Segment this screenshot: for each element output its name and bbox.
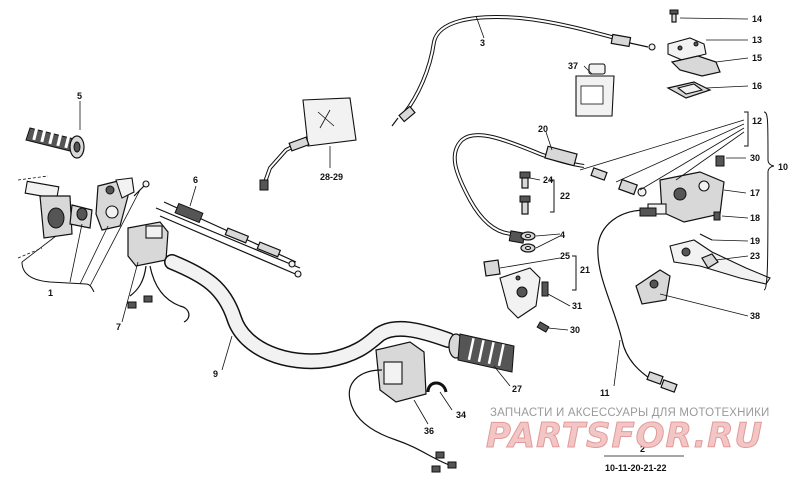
brace-22: [550, 179, 555, 213]
part-7-left-switch[interactable]: [127, 221, 190, 323]
part-16-diaphragm[interactable]: [666, 81, 712, 99]
callout-5: 5: [77, 91, 82, 101]
callout-22: 22: [560, 191, 570, 201]
callout-15: 15: [752, 53, 762, 63]
callout-27: 27: [512, 384, 522, 394]
brace-21: [572, 255, 577, 291]
callout-11: 11: [600, 388, 610, 398]
callout-14: 14: [752, 14, 762, 24]
callout-38: 38: [750, 311, 760, 321]
part-21-clamp[interactable]: [499, 267, 541, 319]
callout-25: 25: [560, 251, 570, 261]
part-17-master-cylinder[interactable]: [647, 171, 725, 223]
callout-31: 31: [572, 301, 582, 311]
callout-2: 2: [640, 444, 645, 454]
callout-28-29: 28-29: [320, 172, 343, 182]
part-24-bolt[interactable]: [519, 171, 531, 189]
callout-6: 6: [193, 175, 198, 185]
leader-lines: [21, 15, 749, 457]
part-9-handlebar[interactable]: [164, 254, 456, 370]
part-38-lever-bracket[interactable]: [635, 269, 671, 305]
callout-21: 21: [580, 265, 590, 275]
callout-16: 16: [752, 81, 762, 91]
callout-7: 7: [116, 322, 121, 332]
callout-10: 10: [778, 162, 788, 172]
part-18-screw[interactable]: [713, 211, 721, 221]
callout-18: 18: [750, 213, 760, 223]
part-25-cap[interactable]: [483, 259, 501, 277]
callout-labels: 5 6 1 7 9 28-29 3 37 20 24 22 4 25 21 31…: [48, 14, 788, 473]
part-31-bolt[interactable]: [541, 281, 549, 297]
callout-4: 4: [560, 230, 565, 240]
brace-12: [744, 111, 749, 147]
part-27-right-grip[interactable]: [448, 333, 515, 373]
part-11-brake-switch-wire[interactable]: [597, 207, 678, 393]
callout-30-lower: 30: [570, 325, 580, 335]
watermark: ЗАПЧАСТИ И АКСЕССУАРЫ ДЛЯ МОТОТЕХНИКИ PA…: [486, 407, 770, 457]
part-13-cover[interactable]: [667, 37, 707, 61]
part-23-brake-lever[interactable]: [669, 239, 771, 285]
callout-20: 20: [538, 124, 548, 134]
callout-24: 24: [543, 175, 553, 185]
callout-9: 9: [213, 369, 218, 379]
part-37-fluid-bottle[interactable]: [575, 63, 615, 117]
callout-36: 36: [424, 426, 434, 436]
kit-note: 10-11-20-21-22: [605, 463, 667, 473]
part-28-29-mirror[interactable]: [259, 97, 357, 191]
callout-23: 23: [750, 251, 760, 261]
brace-1: [21, 261, 95, 293]
part-14-screw[interactable]: [669, 9, 679, 23]
part-30-bolt-lower[interactable]: [536, 321, 550, 333]
part-5-grip[interactable]: [25, 126, 85, 159]
callout-30-upper: 30: [750, 153, 760, 163]
callout-12: 12: [752, 116, 762, 126]
part-34-clip[interactable]: [426, 381, 448, 393]
part-12-master-cylinder-kit[interactable]: [590, 167, 647, 197]
part-4-washers[interactable]: [520, 231, 536, 253]
watermark-text: ЗАПЧАСТИ И АКСЕССУАРЫ ДЛЯ МОТОТЕХНИКИ: [490, 407, 770, 419]
callout-13: 13: [752, 35, 762, 45]
part-15-plate[interactable]: [670, 55, 721, 77]
callout-34: 34: [456, 410, 466, 420]
part-22-banjo-bolt[interactable]: [519, 195, 531, 215]
callout-19: 19: [750, 236, 760, 246]
brace-10: [763, 111, 775, 291]
callout-37: 37: [568, 61, 578, 71]
part-36-right-switch[interactable]: [348, 341, 457, 473]
part-20-brake-hose[interactable]: [452, 133, 585, 244]
callout-3: 3: [480, 38, 485, 48]
part-1-throttle-housing[interactable]: [17, 175, 150, 259]
callout-1: 1: [48, 288, 53, 298]
part-30-bolt-upper[interactable]: [715, 155, 725, 167]
callout-17: 17: [750, 188, 760, 198]
part-3-cable[interactable]: [391, 15, 656, 127]
watermark-logo: PARTSFOR.RU: [486, 416, 763, 456]
part-6-throttle-cables[interactable]: [155, 201, 302, 278]
part-19-pin[interactable]: [699, 233, 713, 241]
